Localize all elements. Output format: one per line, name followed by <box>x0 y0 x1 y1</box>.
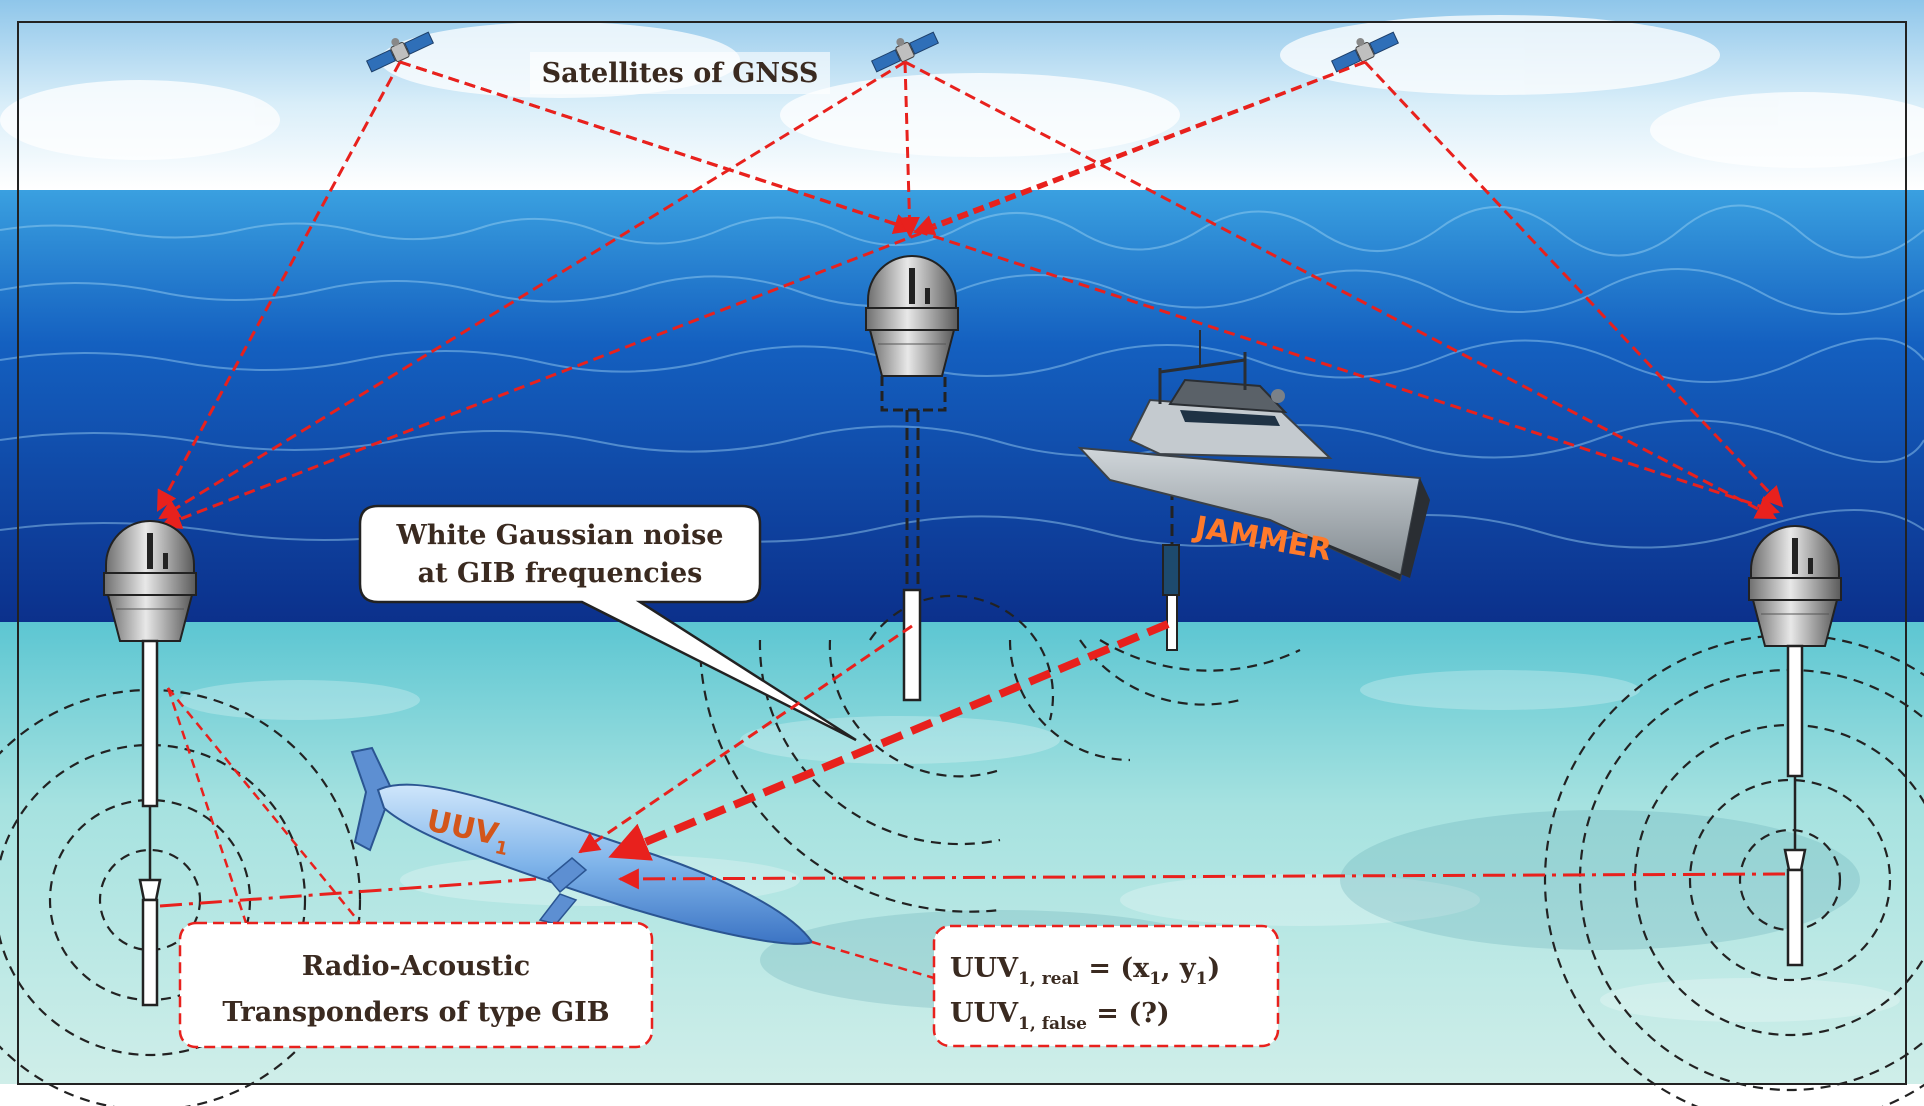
noise-callout <box>358 504 857 742</box>
left-buoy-tether <box>138 639 162 1007</box>
spoofing-signal-lines <box>159 620 1786 980</box>
open-sea <box>0 190 1924 630</box>
jammer-ship-icon <box>1077 330 1430 651</box>
gib-buoy-icon <box>1748 525 1842 647</box>
uuv-false-position: UUV1, false = (?) <box>950 998 1170 1034</box>
uuv-coordinates-box <box>932 924 1280 1048</box>
noise-callout-line1: White Gaussian noise <box>396 520 724 551</box>
figure-frame <box>17 21 1907 1085</box>
transponder-label-line1: Radio-Acoustic <box>302 951 530 982</box>
satellites-label-bg <box>530 52 830 94</box>
uuv-torpedo-icon <box>350 746 814 945</box>
noise-callout-line2: at GIB frequencies <box>418 558 703 589</box>
gib-buoy-icon <box>865 255 959 377</box>
transponder-label-box <box>178 921 654 1049</box>
waves <box>0 204 1924 549</box>
gib-buoy-icon <box>103 520 197 642</box>
gnss-signal-lines <box>156 60 1784 529</box>
uuv-real-position: UUV1, real = (x1, y1) <box>950 953 1220 989</box>
satellites-label: Satellites of GNSS <box>542 58 819 89</box>
right-buoy-tether <box>1783 644 1807 967</box>
center-buoy-tether <box>880 376 947 702</box>
transponder-label-line2: Transponders of type GIB <box>222 997 609 1028</box>
